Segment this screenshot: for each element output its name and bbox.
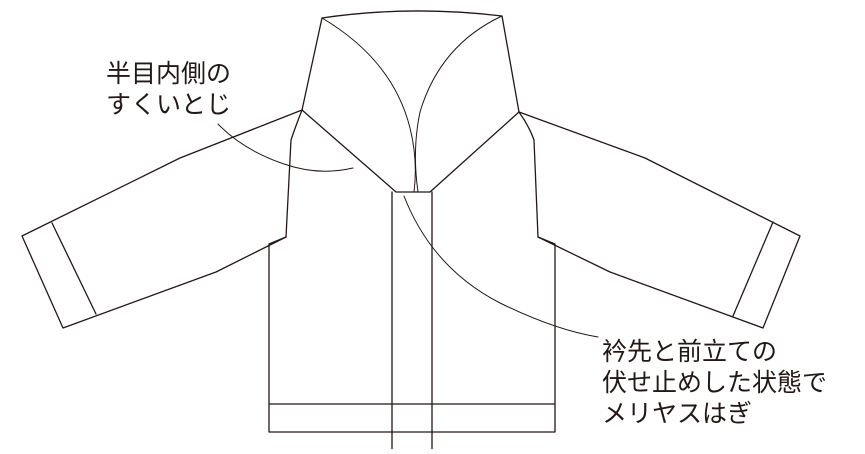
hood-outline: [301, 10, 520, 193]
right-cuff: [732, 221, 774, 317]
leader-line-seam: [217, 123, 354, 172]
leader-line-front: [403, 195, 599, 338]
front-join-note-line-3: メリヤスはぎ: [602, 399, 753, 428]
front-join-note-line-1: 衿先と前立ての: [602, 337, 778, 366]
hood-left-fold: [321, 17, 416, 193]
right-sleeve: [518, 111, 801, 329]
front-join-note-line-2: 伏せ止めした状態で: [602, 368, 828, 397]
seam-note-line-2: すくいとじ: [106, 90, 232, 119]
left-sleeve: [21, 109, 303, 329]
left-cuff: [51, 222, 97, 315]
seam-note-line-1: 半目内側の: [106, 59, 232, 88]
front-join-note: 衿先と前立ての 伏せ止めした状態で メリヤスはぎ: [602, 336, 827, 429]
hood-right-fold: [414, 15, 503, 193]
body-outline: [268, 109, 556, 433]
seam-note: 半目内側の すくいとじ: [106, 58, 231, 120]
